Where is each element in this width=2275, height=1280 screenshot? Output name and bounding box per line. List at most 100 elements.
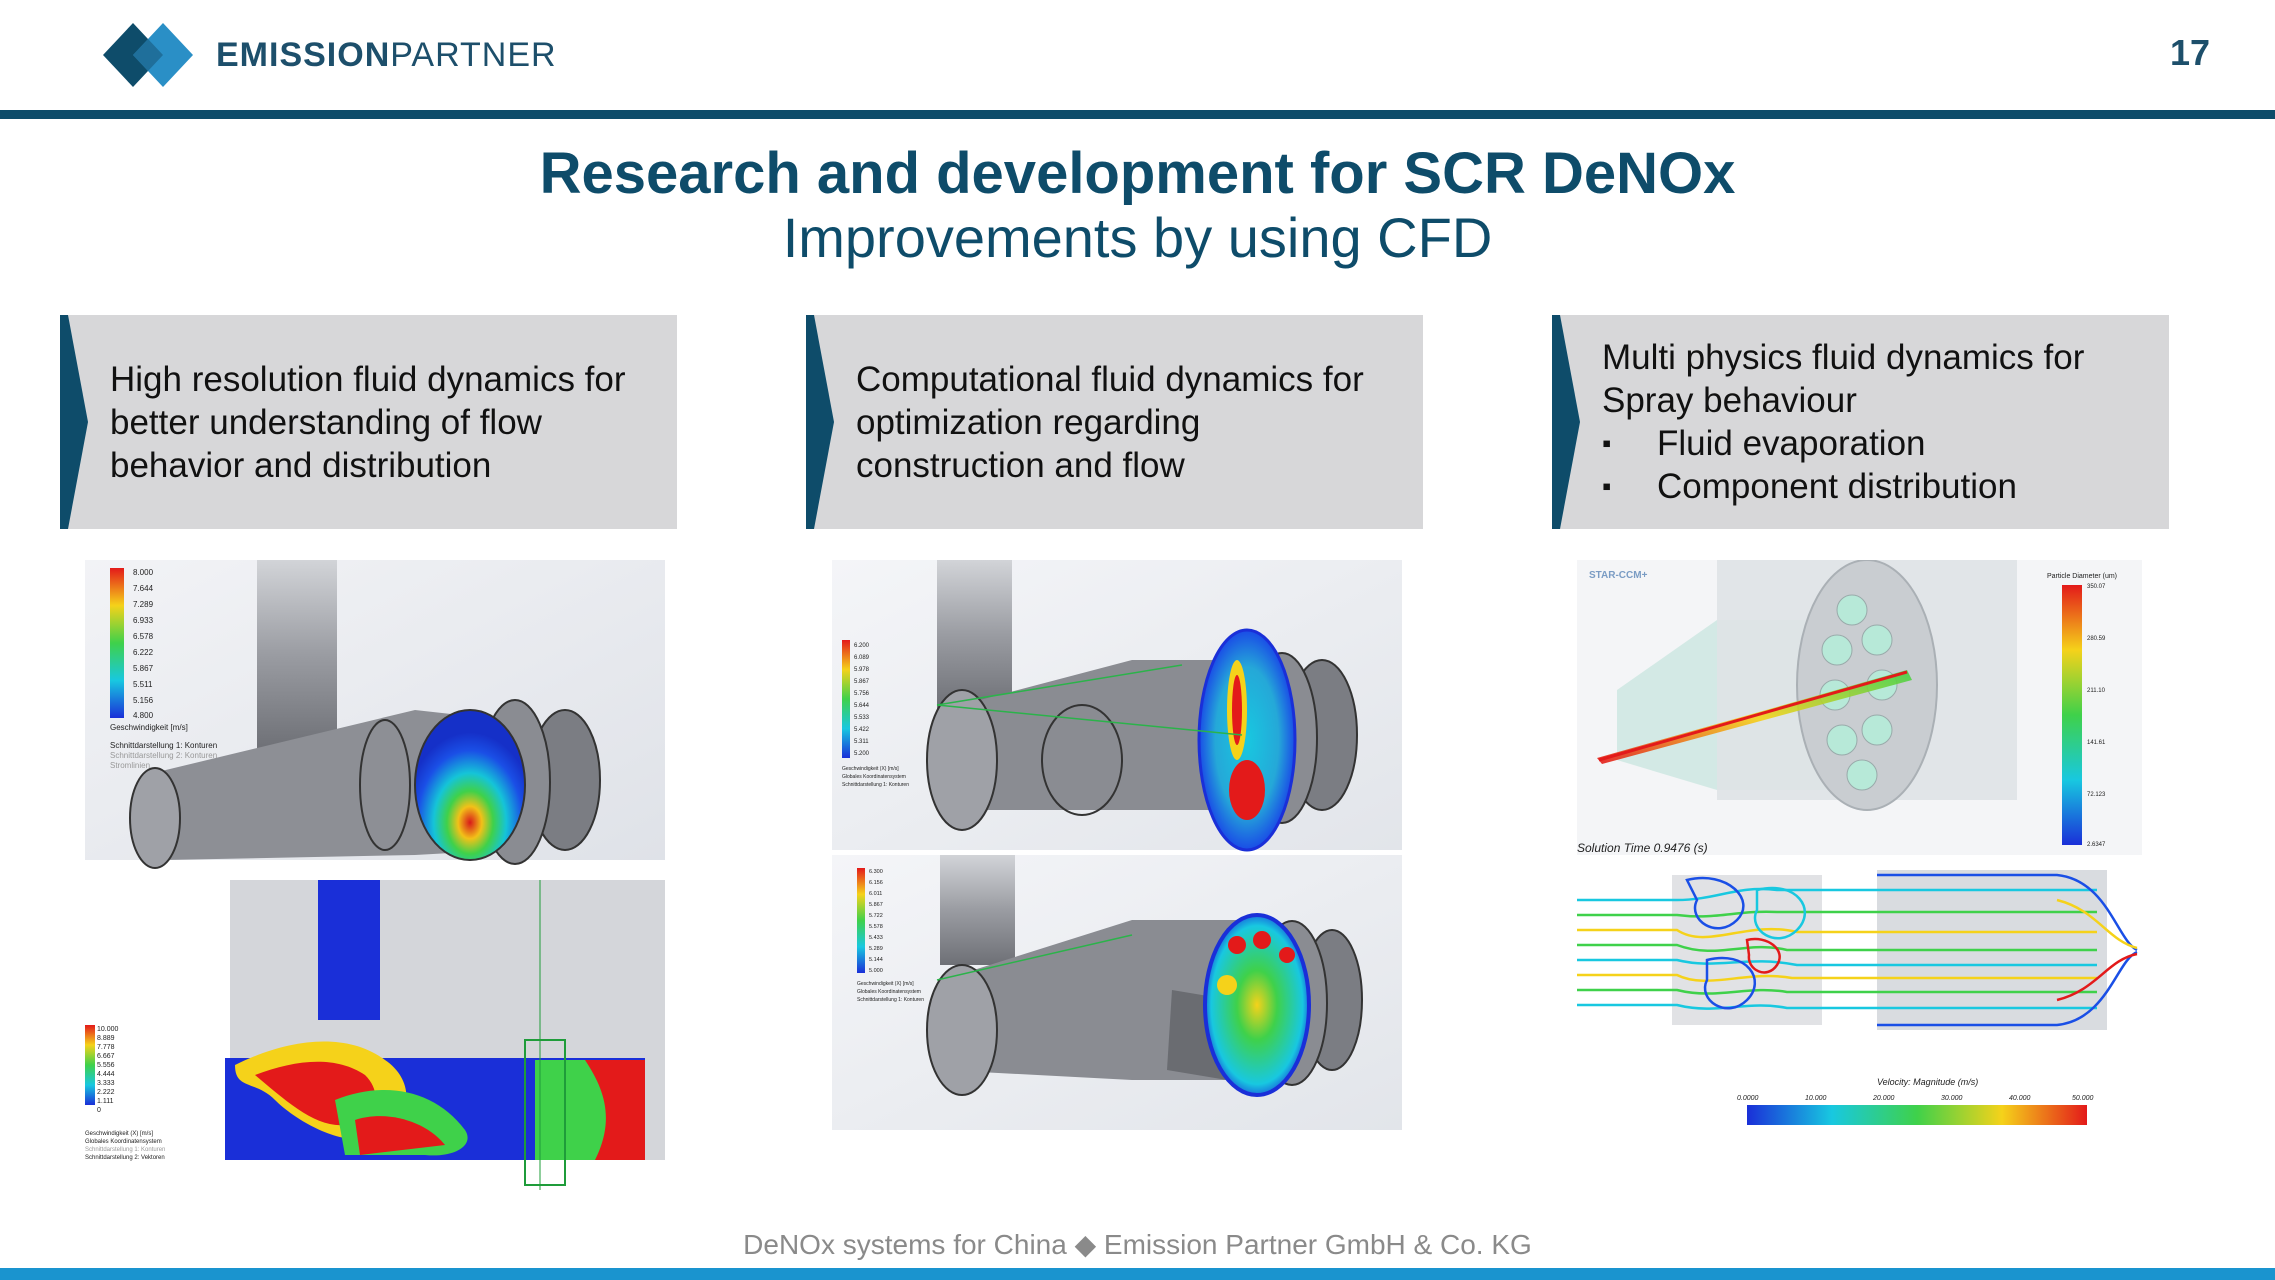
column-1-line-2: better understanding of flow	[110, 402, 542, 442]
legend-value: 6.933	[133, 616, 154, 625]
legend-value: 1.111	[97, 1098, 114, 1105]
legend-value: 5.000	[869, 968, 883, 974]
legend-caption: Schnittdarstellung 1: Konturen	[857, 997, 924, 1003]
footer-rule	[0, 1268, 2275, 1280]
legend-caption: Schnittdarstellung 2: Vektoren	[85, 1155, 165, 1161]
legend-value: 8.889	[97, 1035, 115, 1042]
legend-value: 4.800	[133, 711, 154, 720]
slide-subtitle: Improvements by using CFD	[782, 206, 1493, 269]
legend-value: 0	[97, 1107, 101, 1114]
solution-time: Solution Time 0.9476 (s)	[1577, 841, 1708, 855]
cfd-image-spray: STAR-CCM+ Particle Diameter (um) 350.07 …	[1577, 559, 2142, 1137]
legend-value: 350.07	[2087, 584, 2106, 590]
legend-value: 5.978	[854, 667, 870, 673]
slide-title: Research and development for SCR DeNOx	[539, 141, 1736, 206]
legend-value: 2.222	[97, 1089, 115, 1096]
legend-caption: Globales Koordinatensystem	[85, 1139, 162, 1145]
legend-value: 8.000	[133, 568, 154, 577]
column-3-bullets: ▪ Fluid evaporation ▪ Component distributi…	[1602, 422, 2149, 508]
legend-caption: Schnittdarstellung 1: Konturen	[842, 782, 909, 788]
column-box-2-text: Computational fluid dynamics for optimiz…	[856, 315, 1403, 529]
legend-value: 5.722	[869, 913, 883, 919]
velocity-tick: 10.000	[1805, 1095, 1827, 1102]
column-box-3-text: Multi physics fluid dynamics for Spray b…	[1602, 315, 2149, 529]
logo-diamond-icon	[100, 20, 200, 90]
header-rule	[0, 110, 2275, 119]
bullet-text: Fluid evaporation	[1657, 424, 1926, 463]
column-box-1: High resolution fluid dynamics for bette…	[60, 315, 677, 529]
legend-caption: Geschwindigkeit [m/s]	[110, 723, 188, 732]
column-1-line-3: behavior and distribution	[110, 445, 492, 485]
legend-caption: Schnittdarstellung 2: Konturen	[110, 751, 217, 760]
legend-value: 6.089	[854, 655, 870, 661]
star-ccm-brand: STAR-CCM+	[1589, 570, 1648, 581]
velocity-tick: 30.000	[1941, 1095, 1963, 1102]
bullet-text: Component distribution	[1657, 467, 2017, 506]
column-1-line-1: High resolution fluid dynamics for	[110, 359, 626, 399]
legend-value: 4.444	[97, 1071, 115, 1078]
velocity-tick: 50.000	[2072, 1095, 2094, 1102]
legend-value: 5.578	[869, 924, 883, 930]
legend-caption: Schnittdarstellung 1: Konturen	[110, 741, 217, 750]
chevron-right-icon	[806, 315, 834, 529]
column-2-line-2: optimization regarding	[856, 402, 1201, 442]
velocity-tick: 40.000	[2009, 1095, 2031, 1102]
legend-value: 3.333	[97, 1080, 115, 1087]
bullet-icon: ▪	[1602, 471, 1612, 501]
legend-value: 6.578	[133, 632, 154, 641]
legend-caption: Geschwindigkeit (X) [m/s]	[85, 1131, 153, 1137]
logo-text-bold: EMISSION	[216, 35, 391, 74]
bullet-item: ▪ Fluid evaporation	[1602, 422, 2149, 465]
legend-value: 5.144	[869, 957, 883, 963]
emission-partner-logo[interactable]: EMISSIONPARTNER	[100, 20, 557, 90]
column-3-line-1: Multi physics fluid dynamics for	[1602, 338, 2085, 377]
bullet-item: ▪ Component distribution	[1602, 465, 2149, 508]
chevron-right-icon	[1552, 315, 1580, 529]
cfd-image-optimization: 6.200 6.089 5.978 5.867 5.756 5.644 5.53…	[832, 560, 1402, 1135]
legend-value: 5.200	[854, 751, 870, 757]
legend-value: 6.156	[869, 880, 883, 886]
legend-caption: Schnittdarstellung 1: Konturen	[85, 1147, 165, 1153]
legend-value: 5.867	[854, 679, 870, 685]
legend-value: 211.10	[2087, 688, 2106, 694]
legend-caption: Stromlinien	[110, 761, 150, 770]
legend-value: 5.533	[854, 715, 870, 721]
legend-value: 6.300	[869, 869, 883, 875]
legend-value: 280.59	[2087, 636, 2106, 642]
legend-caption: Globales Koordinatensystem	[842, 774, 906, 780]
legend-value: 5.867	[869, 902, 883, 908]
legend-caption: Globales Koordinatensystem	[857, 989, 921, 995]
column-3-line-2: Spray behaviour	[1602, 381, 1857, 420]
legend-value: 5.756	[854, 691, 870, 697]
legend-value: 5.644	[854, 703, 870, 709]
legend-value: 5.511	[133, 680, 153, 689]
header: EMISSIONPARTNER 17	[0, 0, 2275, 110]
legend-value: 5.556	[97, 1062, 115, 1069]
column-2-line-3: construction and flow	[856, 445, 1185, 485]
particle-diameter-title: Particle Diameter (um)	[2047, 573, 2117, 580]
velocity-title: Velocity: Magnitude (m/s)	[1877, 1077, 1978, 1087]
footer-text: DeNOx systems for China ◆ Emission Partn…	[743, 1229, 1532, 1260]
legend-value: 7.289	[133, 600, 154, 609]
legend-value: 5.433	[869, 935, 883, 941]
legend-value: 7.778	[97, 1044, 115, 1051]
legend-value: 10.000	[97, 1026, 119, 1033]
column-box-2: Computational fluid dynamics for optimiz…	[806, 315, 1423, 529]
column-box-3: Multi physics fluid dynamics for Spray b…	[1552, 315, 2169, 529]
legend-value: 6.222	[133, 648, 154, 657]
legend-value: 6.200	[854, 643, 870, 649]
legend-value: 5.422	[854, 727, 870, 733]
logo-text-light: PARTNER	[390, 35, 557, 74]
velocity-tick: 0.0000	[1737, 1095, 1759, 1102]
legend-value: 72.123	[2087, 792, 2106, 798]
logo-wordmark: EMISSIONPARTNER	[216, 36, 557, 75]
chevron-right-icon	[60, 315, 88, 529]
bullet-icon: ▪	[1602, 428, 1612, 458]
page-number: 17	[2169, 32, 2210, 73]
legend-value: 141.61	[2087, 740, 2106, 746]
legend-value: 5.156	[133, 696, 154, 705]
legend-value: 2.6347	[2087, 842, 2106, 848]
legend-caption: Geschwindigkeit (X) [m/s]	[842, 766, 899, 772]
legend-value: 6.011	[869, 891, 882, 897]
legend-value: 6.667	[97, 1053, 115, 1060]
